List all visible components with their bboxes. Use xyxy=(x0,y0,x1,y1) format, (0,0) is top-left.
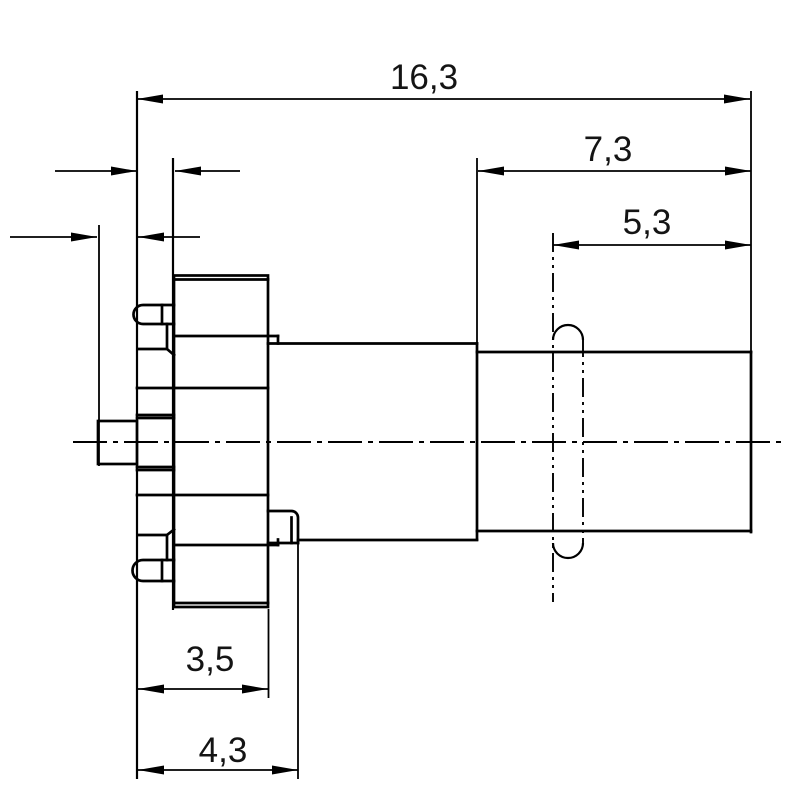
arrowhead-left xyxy=(138,765,164,775)
pin-top-base xyxy=(136,322,169,351)
arrowhead-right xyxy=(725,240,751,250)
dim-label-body-depth: 3,5 xyxy=(186,640,235,679)
pin-top-tip xyxy=(132,303,176,326)
dim-body-depth: 3,5 xyxy=(138,640,268,694)
arrowhead-right xyxy=(272,765,298,775)
dim-label-body-depth-total: 4,3 xyxy=(199,731,248,770)
arrowhead-left xyxy=(553,240,579,250)
dim-overall-length: 16,3 xyxy=(137,58,750,104)
sleeve-bottom-cap-arc xyxy=(551,542,585,560)
arrowhead-left xyxy=(478,166,504,176)
dim-pin-protrusion xyxy=(10,232,200,242)
front-cylinder xyxy=(475,350,753,534)
dim-label-front-length: 7,3 xyxy=(584,130,633,169)
connector-body xyxy=(135,274,280,609)
solder-lug xyxy=(266,509,300,545)
sleeve-top-cap-arc xyxy=(551,323,585,341)
arrowhead-right xyxy=(175,166,201,176)
pin-bottom-base xyxy=(136,533,169,562)
pin-top-chamfer xyxy=(165,347,176,357)
arrowhead-left xyxy=(137,94,163,104)
dim-body-depth-total: 4,3 xyxy=(138,731,298,775)
body-outline xyxy=(172,274,270,609)
dim-board-thickness xyxy=(55,166,240,176)
shaft-section xyxy=(266,342,479,545)
arrowhead-right xyxy=(138,232,164,242)
pin-bottom-tip xyxy=(131,558,176,583)
arrowhead-left xyxy=(71,232,97,242)
arrowhead-right xyxy=(725,166,751,176)
center-pin xyxy=(96,419,139,466)
arrowhead-left xyxy=(138,684,164,694)
dim-label-overall-length: 16,3 xyxy=(390,58,458,97)
arrowhead-left xyxy=(111,166,137,176)
solder-pins xyxy=(96,303,176,583)
arrowhead-right xyxy=(242,684,268,694)
dim-label-sleeve-length: 5,3 xyxy=(623,203,672,242)
dim-front-length: 7,3 xyxy=(478,130,751,176)
arrowhead-right xyxy=(724,94,750,104)
dim-sleeve-length: 5,3 xyxy=(553,203,751,250)
